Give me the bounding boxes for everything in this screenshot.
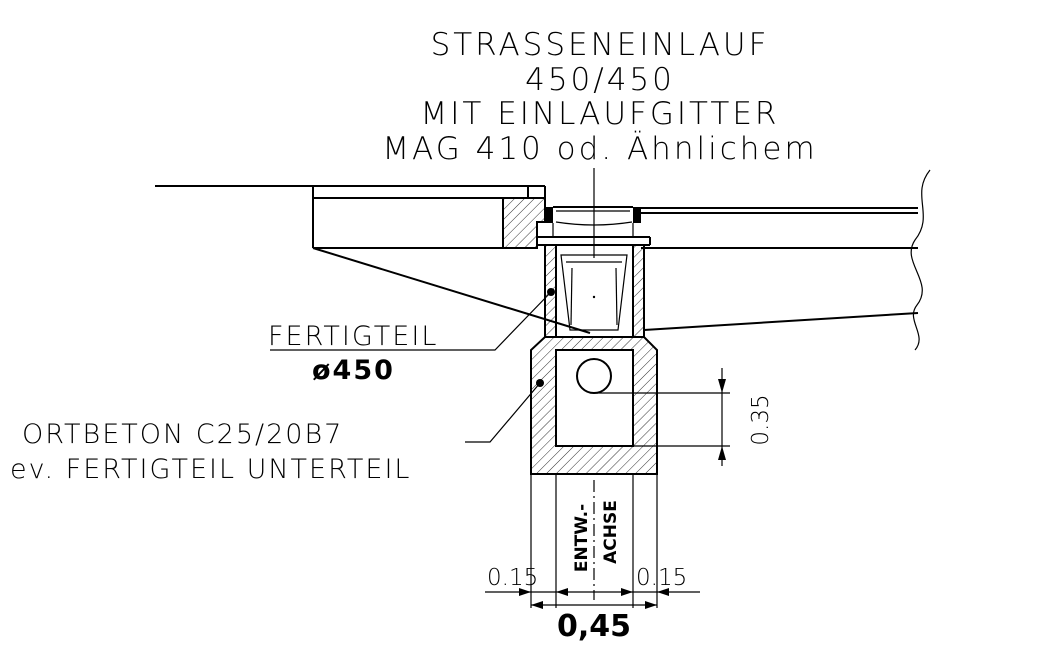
dimension-035-label: 0.35 — [748, 394, 774, 445]
break-line-right — [910, 169, 931, 351]
road-left — [155, 185, 546, 249]
inlet-grate — [536, 206, 651, 246]
label-ortbeton: ORTBETON C25/20B7 — [22, 419, 343, 450]
gasket-left — [545, 207, 553, 223]
label-entw: ENTW.- — [572, 504, 592, 572]
dimension-extension-lines — [530, 474, 658, 608]
label-achse: ACHSE — [601, 500, 621, 564]
title-block: STRASSENEINLAUF 450/450 MIT EINLAUFGITTE… — [382, 27, 817, 167]
sediment-bucket — [560, 254, 628, 331]
leader-ortbeton — [465, 382, 541, 443]
sloped-edge-line — [312, 247, 591, 334]
dimension-total-045: 0,45 — [557, 609, 631, 644]
label-diameter: ø450 — [312, 355, 395, 386]
lower-body — [530, 336, 658, 475]
dimension-left-015: 0.15 — [487, 565, 538, 591]
road-right — [641, 207, 918, 249]
dimension-045-row: 0,45 — [531, 601, 657, 644]
shaft-wall-right — [632, 244, 645, 338]
title-line-2: 450/450 — [525, 62, 675, 98]
leader-fertigteil — [270, 291, 552, 351]
outlet-pipe — [576, 358, 612, 394]
title-line-4: MAG 410 od. Ähnlichem — [382, 131, 817, 167]
dimension-height: 0.35 — [594, 368, 774, 466]
gasket-right — [633, 207, 641, 223]
label-unterteil: ev. FERTIGTEIL UNTERTEIL — [10, 454, 411, 485]
label-fertigteil: FERTIGTEIL — [268, 321, 438, 352]
dimension-015-row: 0.15 0.15 — [485, 565, 700, 596]
curb-block-left — [502, 197, 546, 249]
dimension-right-015: 0.15 — [636, 565, 687, 591]
sloped-edge-right — [643, 312, 919, 331]
title-line-3: MIT EINLAUFGITTER — [421, 96, 780, 132]
title-line-1: STRASSENEINLAUF — [431, 27, 770, 63]
